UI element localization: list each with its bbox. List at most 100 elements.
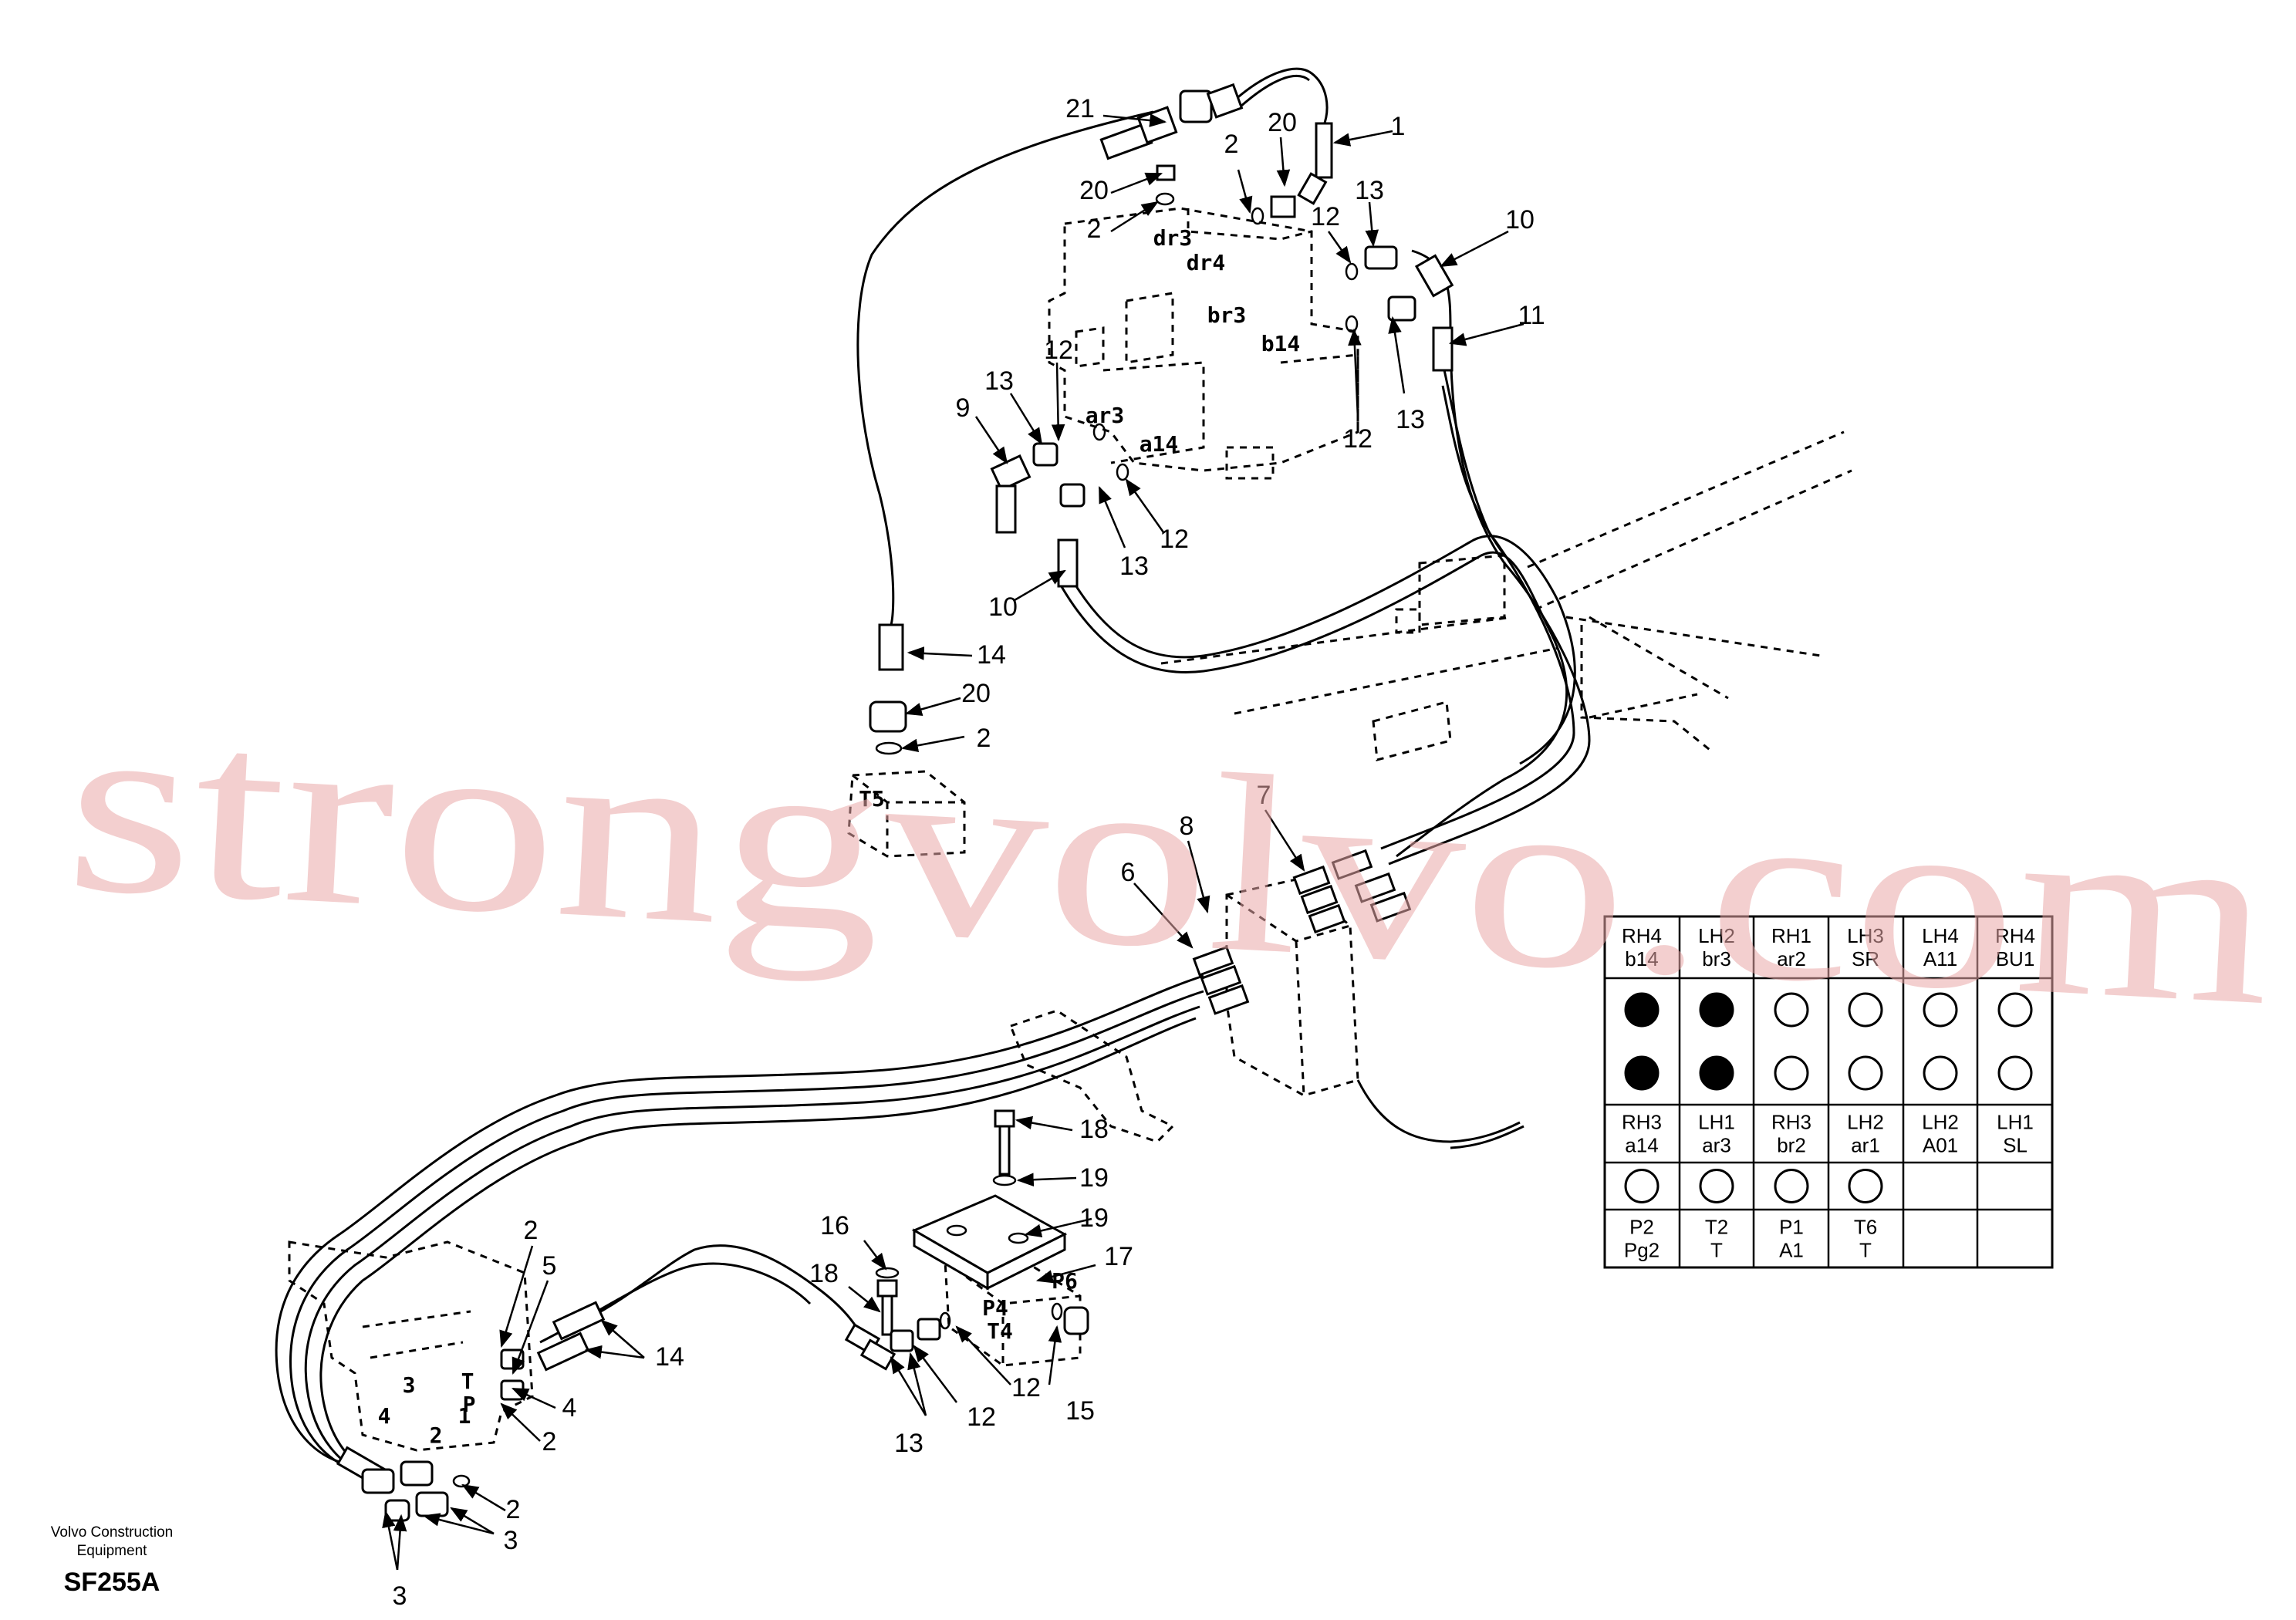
figure-code: SF255A [64,1568,160,1597]
port-table-grid [1603,915,2054,1269]
callout-3: 3 [393,1581,407,1611]
hose-clamp [1009,1009,1175,1143]
filled-port-marker [1699,1055,1734,1091]
callout-20: 20 [961,679,991,708]
callout-5: 5 [542,1251,557,1281]
port-label-2: 2 [430,1423,443,1448]
callout-2: 2 [977,724,991,753]
open-port-marker [1848,1055,1883,1091]
port-label-t: T [461,1369,474,1394]
table-cell-label: RH3 [1622,1111,1662,1134]
callout-9: 9 [956,393,971,423]
fittings [336,83,1454,1522]
open-port-marker [1848,1169,1883,1203]
open-port-marker [1774,1169,1809,1203]
port-label-ar3: ar3 [1086,403,1125,428]
table-cell-label: RH1 [1771,924,1811,947]
open-port-marker [1997,992,2033,1028]
open-port-marker [1923,1055,1958,1091]
port-label-4: 4 [378,1403,391,1429]
callout-4: 4 [562,1393,577,1423]
port-label-3: 3 [403,1372,416,1398]
callout-15: 15 [1065,1396,1095,1426]
table-cell-sublabel: a14 [1625,1134,1658,1157]
callout-18: 18 [1079,1115,1109,1144]
table-cell-label: LH2 [1847,1111,1884,1134]
callout-19: 19 [1079,1163,1109,1193]
callout-1: 1 [1391,112,1406,141]
callout-2: 2 [1224,130,1239,159]
callout-16: 16 [820,1211,849,1240]
open-port-marker [1774,992,1809,1028]
table-cell-label: LH1 [1698,1111,1735,1134]
callout-14: 14 [977,640,1006,670]
boom-outline [1160,430,1852,761]
table-cell-sublabel: Pg2 [1624,1239,1660,1262]
table-cell-sublabel: SL [2003,1134,2028,1157]
open-port-marker [1699,1169,1734,1203]
callout-12: 12 [1343,424,1373,454]
table-cell-label: LH2 [1698,924,1735,947]
table-cell-sublabel: br2 [1777,1134,1806,1157]
upper-control-valve [1048,207,1359,480]
table-cell-sublabel: T [1859,1239,1872,1262]
table-cell-sublabel: b14 [1625,947,1658,970]
callout-11: 11 [1518,301,1545,330]
port-label-a14: a14 [1140,431,1179,457]
callout-2: 2 [506,1495,521,1524]
table-cell-label: LH1 [1997,1111,2034,1134]
callout-6: 6 [1121,858,1136,887]
port-label-p4: P4 [982,1295,1008,1321]
callout-2: 2 [1087,214,1102,244]
table-cell-label: RH3 [1771,1111,1811,1134]
filled-port-marker [1624,992,1660,1028]
callout-13: 13 [1119,552,1149,581]
callout-20: 20 [1079,176,1109,205]
credit-line-1: Volvo Construction [51,1524,173,1541]
callout-13: 13 [1396,405,1425,434]
lower-valve-block [288,1240,534,1452]
watermark: strongvolvo.com [60,662,2278,1058]
filled-port-marker [1699,992,1734,1028]
table-cell-label: LH4 [1922,924,1959,947]
table-cell-sublabel: A01 [1923,1134,1958,1157]
table-cell-sublabel: ar1 [1851,1134,1880,1157]
callout-12: 12 [1311,202,1340,231]
callout-3: 3 [504,1526,518,1555]
table-cell-label: T6 [1854,1216,1877,1239]
table-cell-label: P1 [1779,1216,1804,1239]
table-cell-sublabel: ar3 [1702,1134,1731,1157]
callout-10: 10 [1505,205,1535,235]
table-cell-sublabel: ar2 [1777,947,1806,970]
table-cell-sublabel: SR [1852,947,1879,970]
hoses [275,67,1591,1483]
table-cell-label: P2 [1629,1216,1654,1239]
tank-block-t5 [847,770,966,858]
port-label-dr3: dr3 [1153,225,1193,251]
callout-12: 12 [1011,1373,1041,1402]
port-label-t4: T4 [987,1318,1013,1344]
open-port-marker [1774,1055,1809,1091]
callout-12: 12 [1160,525,1189,554]
callout-17: 17 [1104,1242,1133,1271]
callout-2: 2 [524,1216,539,1245]
port-label-p6: P6 [1052,1268,1078,1294]
table-cell-label: LH2 [1922,1111,1959,1134]
port-table: RH4b14LH2br3RH1ar2LH3SRLH4A11RH4BU1RH3a1… [1622,924,2035,1262]
port-label-p: P [463,1392,476,1417]
table-cell-sublabel: BU1 [1996,947,2035,970]
table-cell-sublabel: A1 [1779,1239,1804,1262]
port-label-br3: br3 [1207,302,1247,328]
table-cell-sublabel: T [1710,1239,1723,1262]
callout-13: 13 [894,1429,923,1458]
port-label-dr4: dr4 [1187,250,1226,275]
callout-8: 8 [1180,812,1194,841]
port-label-b14: b14 [1261,331,1301,356]
callout-20: 20 [1268,108,1297,137]
callout-21: 21 [1065,94,1095,123]
filled-port-marker [1624,1055,1660,1091]
table-cell-sublabel: A11 [1923,947,1957,970]
callout-19: 19 [1079,1203,1109,1233]
